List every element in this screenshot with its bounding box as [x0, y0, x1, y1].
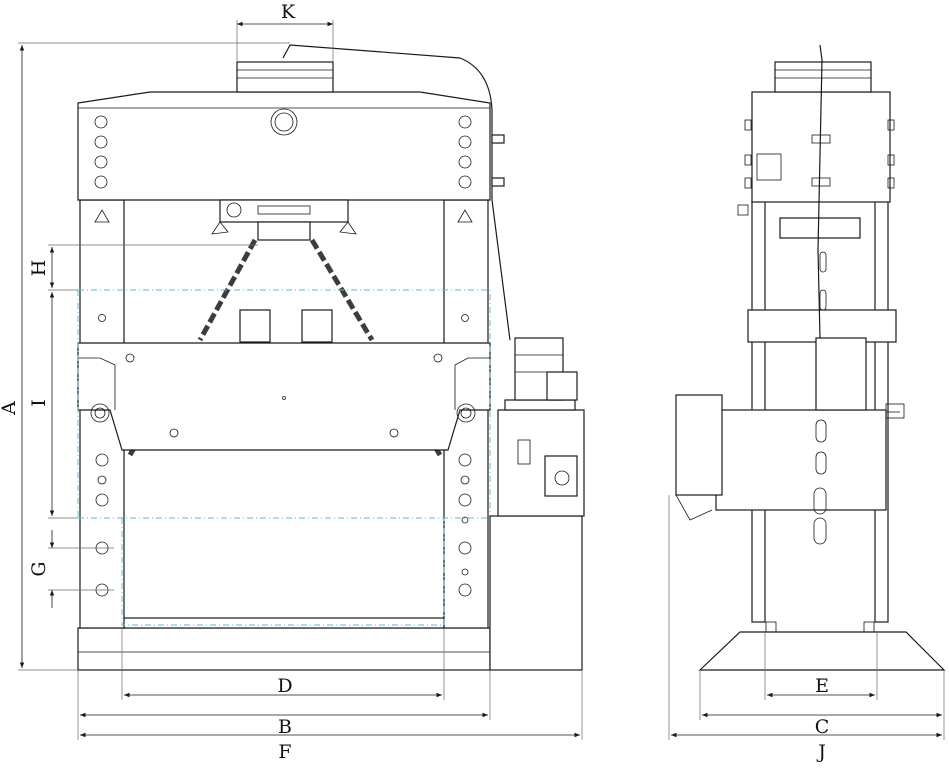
dim-label-g: G — [28, 561, 50, 576]
dim-label-c: C — [815, 716, 830, 738]
dim-label-i: I — [28, 399, 50, 407]
ram — [219, 199, 349, 223]
dimension-lines — [18, 20, 945, 740]
front-view — [77, 44, 585, 671]
dim-label-d: D — [277, 675, 292, 697]
dim-label-f: F — [278, 741, 291, 763]
front-base — [77, 627, 491, 671]
side-base — [698, 631, 946, 671]
side-view — [675, 44, 946, 671]
dim-label-k: K — [281, 1, 296, 23]
dim-label-j: J — [816, 741, 826, 763]
side-hydraulic-tank — [715, 409, 887, 511]
travel-outline — [77, 289, 491, 626]
dim-label-a: A — [0, 401, 20, 416]
dim-label-e: E — [815, 675, 829, 697]
press-head — [77, 91, 491, 201]
cylinder-top — [236, 61, 334, 93]
hydraulic-unit — [489, 337, 585, 671]
dim-label-b: B — [278, 716, 292, 738]
dim-label-h: H — [28, 260, 50, 277]
